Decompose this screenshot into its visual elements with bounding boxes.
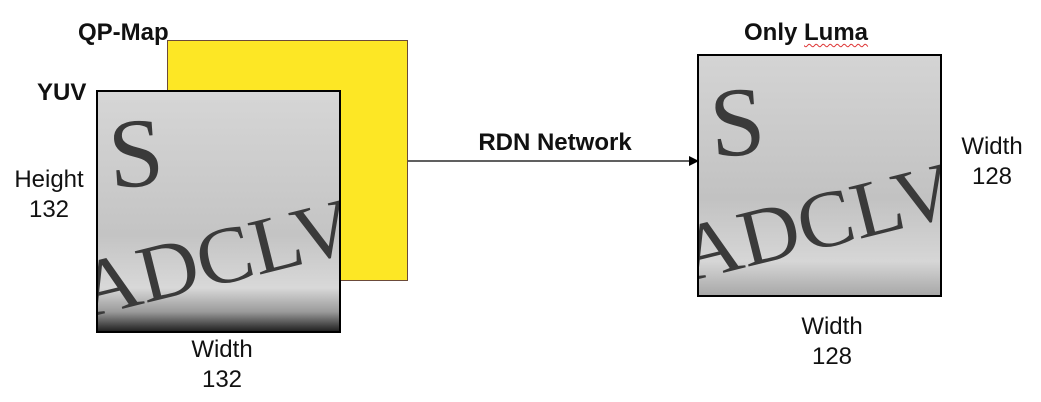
image-letter-s: S [105, 97, 167, 210]
output-side-width-value: 128 [971, 163, 1013, 190]
output-bottom-width-value: 128 [811, 343, 853, 370]
input-width-value: 132 [201, 366, 243, 393]
input-height-value: 132 [28, 196, 70, 223]
output-image-letter-s: S [706, 66, 768, 179]
input-width-word: Width [191, 336, 253, 363]
qp-map-label: QP-Map [78, 19, 169, 46]
network-label: RDN Network [478, 129, 632, 156]
yuv-input-image: S ADCLV [96, 90, 341, 333]
luma-output-image: S ADCLV [697, 54, 942, 297]
output-title-only: Only [744, 19, 805, 46]
output-side-width-word: Width [961, 133, 1023, 160]
yuv-label: YUV [37, 79, 87, 106]
input-width-label: Width 132 [172, 335, 272, 395]
output-bottom-width-label: Width 128 [782, 312, 882, 372]
output-side-width-label: Width 128 [947, 132, 1037, 192]
output-title-luma: Luma [804, 19, 869, 46]
input-height-label: Height 132 [4, 165, 94, 225]
output-bottom-width-word: Width [801, 313, 863, 340]
output-title: Only Luma [744, 18, 868, 48]
input-height-word: Height [14, 166, 84, 193]
arrow-right [408, 156, 699, 166]
